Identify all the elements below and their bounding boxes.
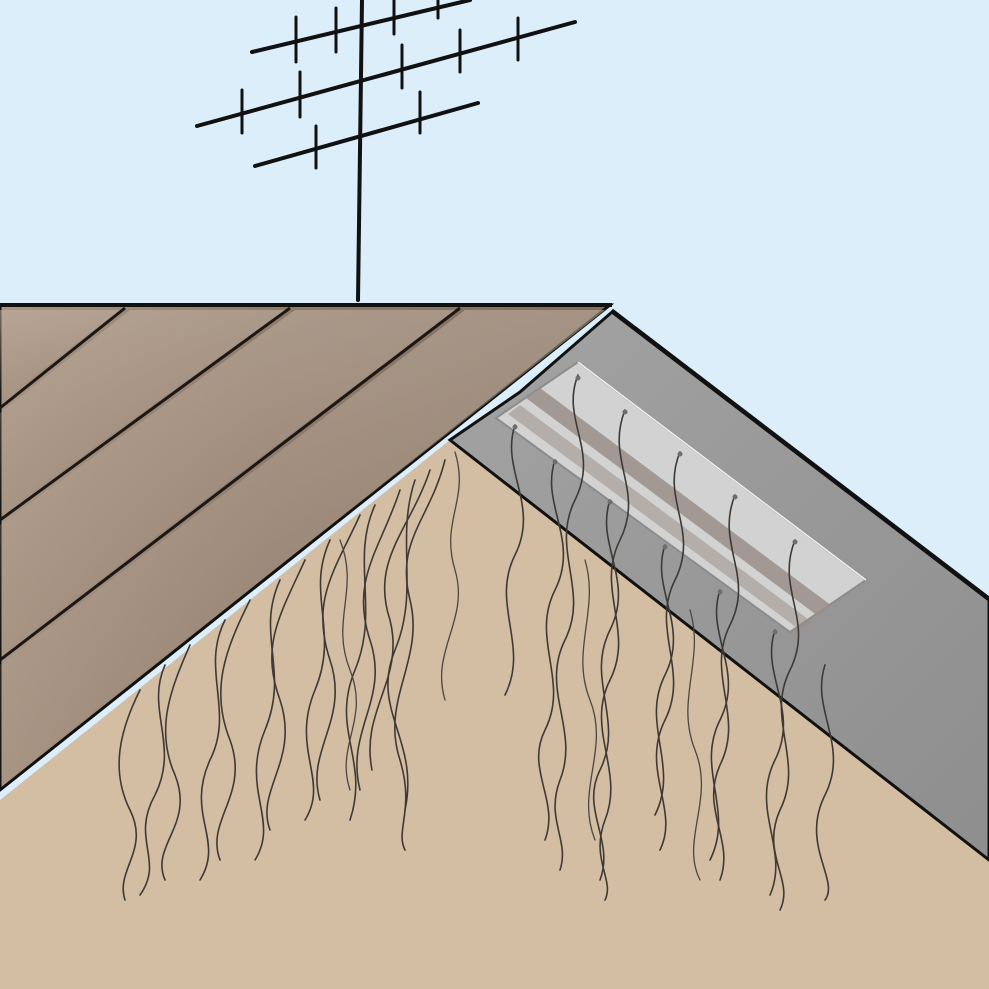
deterrent-wires-left — [118, 451, 460, 901]
eave-outline — [611, 308, 989, 600]
roof-plank-lines — [0, 306, 461, 662]
deterrent-wires-right — [504, 374, 835, 911]
vent-fasteners — [512, 375, 798, 635]
antenna-icon — [195, 0, 577, 302]
gable-wall — [0, 440, 989, 989]
roof-plank-highlights — [0, 310, 605, 785]
